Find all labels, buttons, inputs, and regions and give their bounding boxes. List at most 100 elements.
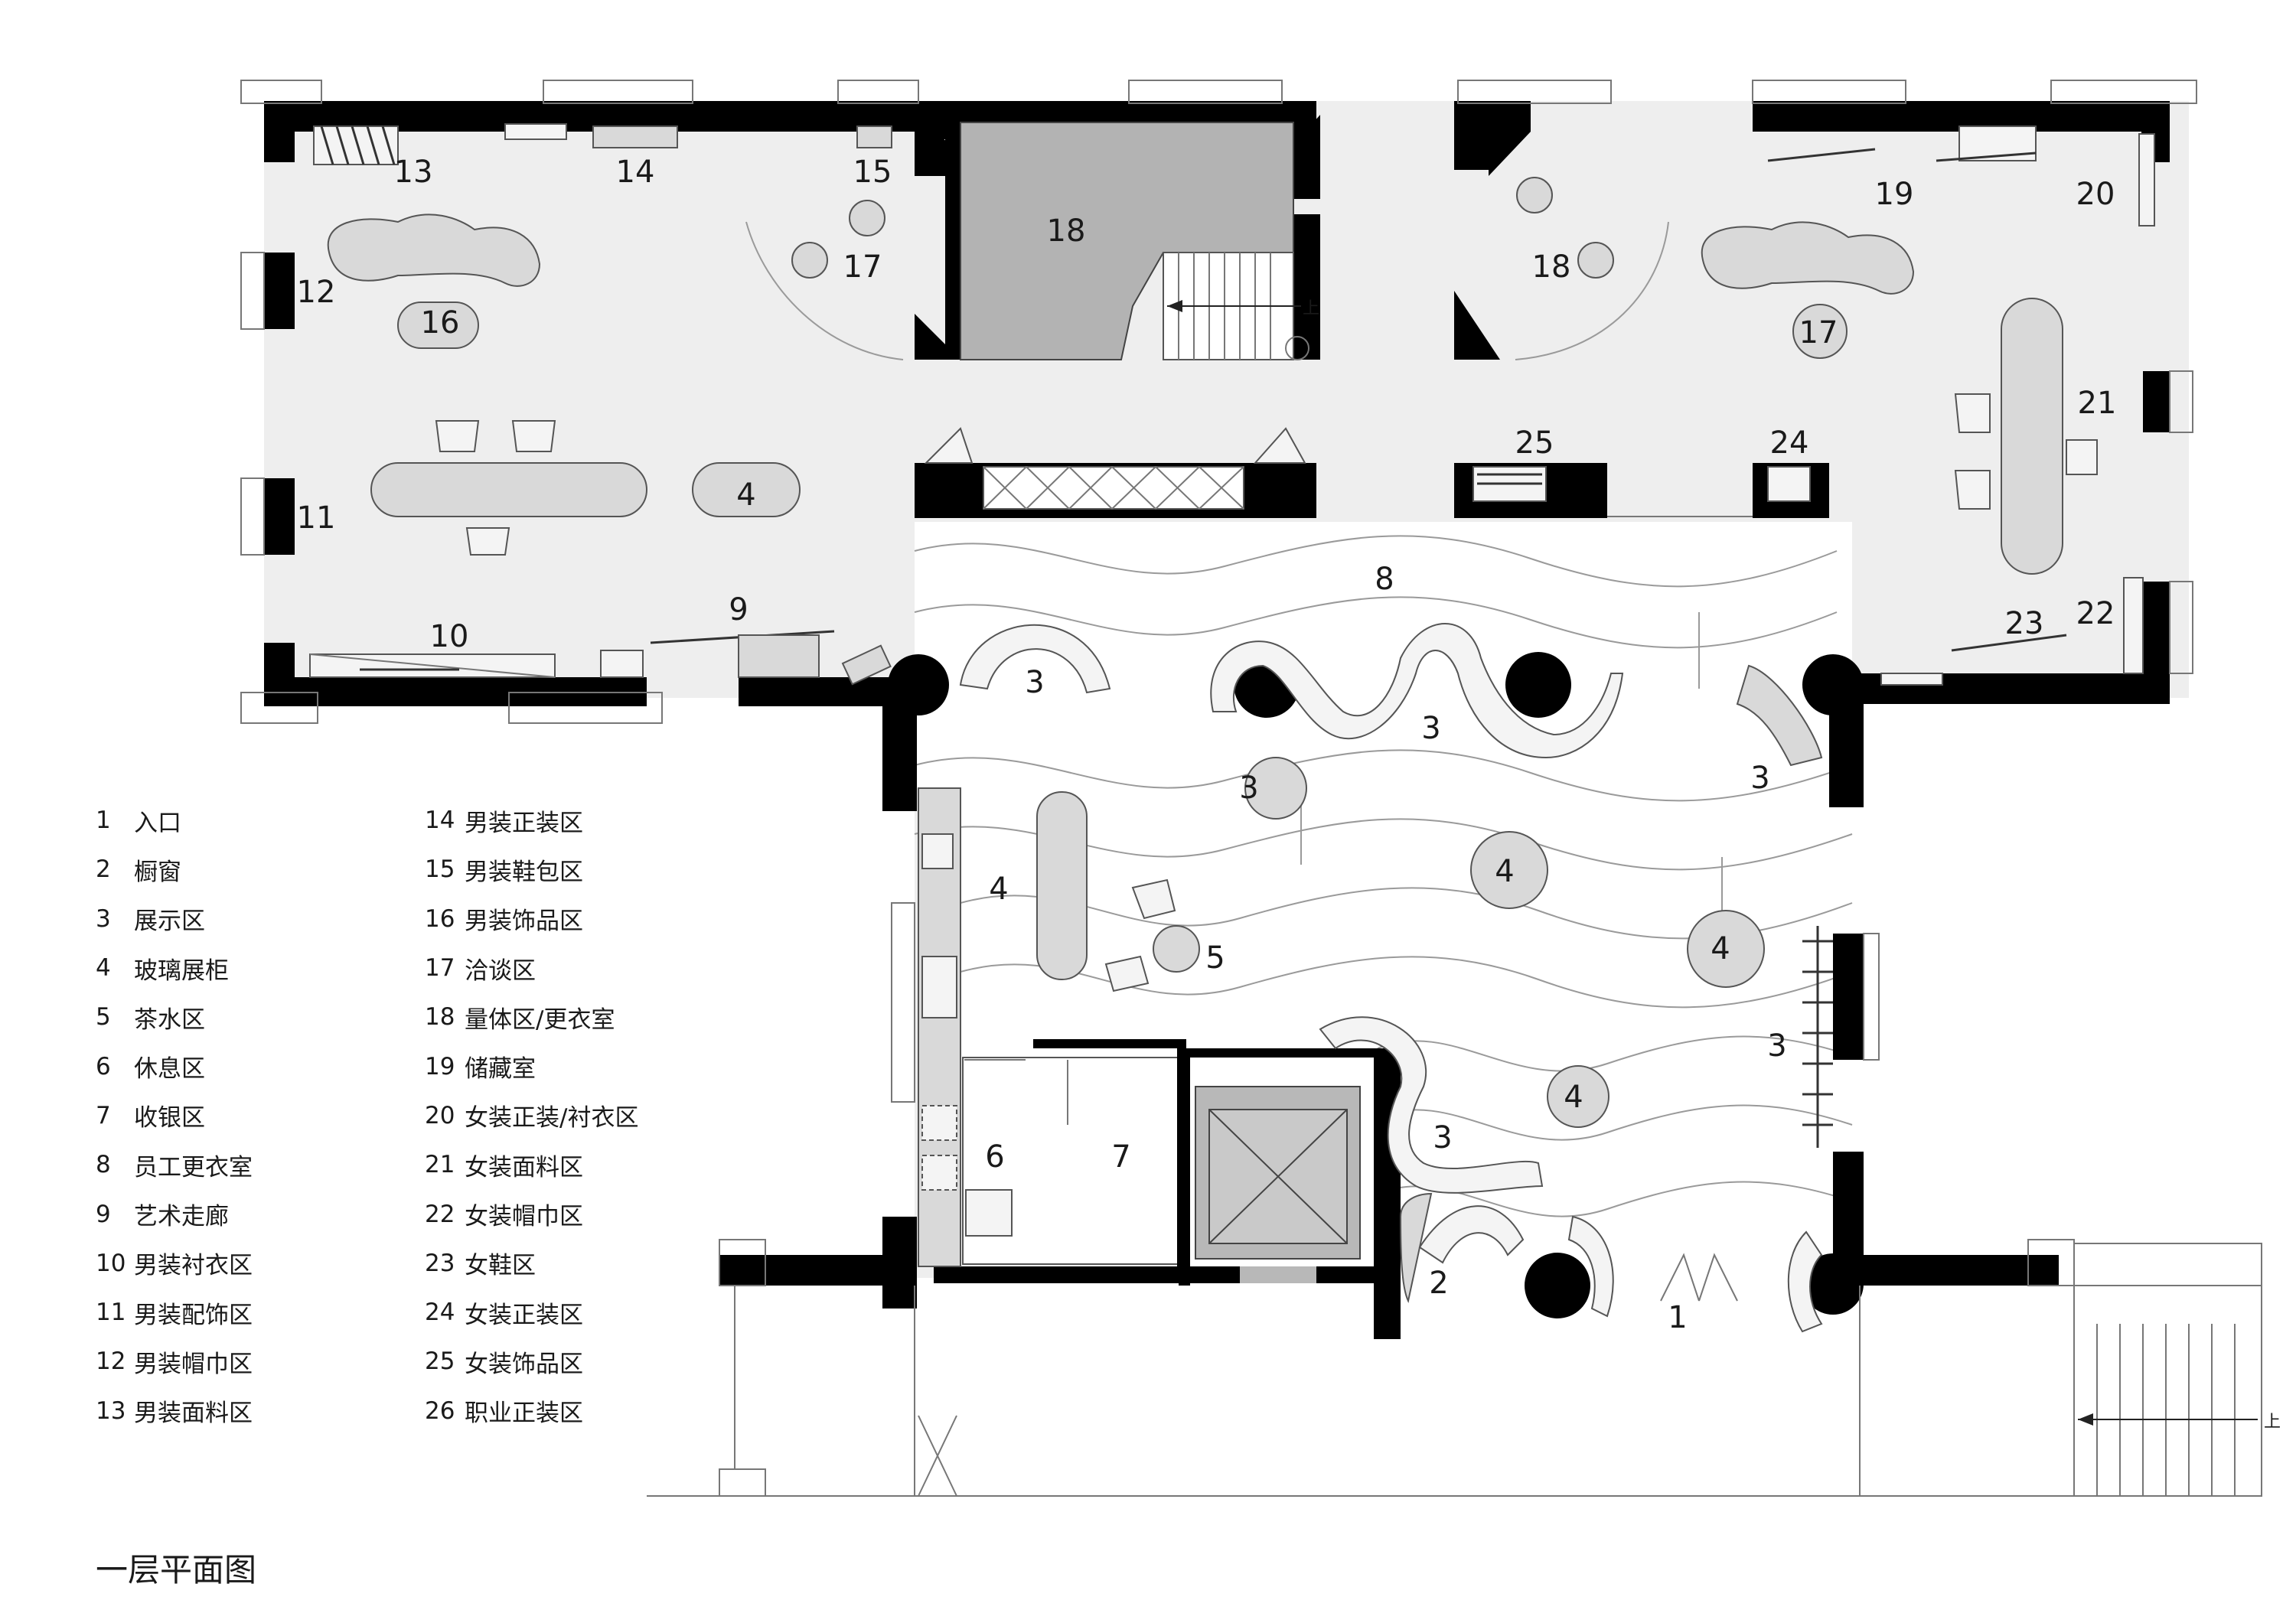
legend-number: 14 bbox=[425, 807, 455, 835]
legend-number: 23 bbox=[425, 1249, 455, 1277]
zone-label-17: 17 bbox=[1799, 315, 1838, 350]
zone-label-17: 17 bbox=[843, 249, 882, 285]
zone-label-4: 4 bbox=[1564, 1080, 1583, 1115]
zone-label-13: 13 bbox=[394, 155, 433, 190]
display-counters bbox=[959, 623, 1833, 1333]
zone-label-4: 4 bbox=[1495, 854, 1514, 889]
legend-number: 11 bbox=[96, 1299, 126, 1327]
zone-label-22: 22 bbox=[2076, 596, 2115, 631]
legend-number: 12 bbox=[96, 1348, 126, 1376]
legend-item-12: 12 男装帽巾区 bbox=[96, 1337, 432, 1386]
stair-up-label: 上 bbox=[1303, 299, 1319, 318]
zone-label-3: 3 bbox=[1421, 711, 1440, 746]
zone-label-2: 2 bbox=[1429, 1266, 1448, 1301]
zone-label-25: 25 bbox=[1515, 425, 1554, 461]
legend-label: 量体区/更衣室 bbox=[465, 1005, 615, 1034]
cabinet-display bbox=[924, 427, 1306, 510]
legend-item-13: 13 男装面料区 bbox=[96, 1387, 432, 1436]
legend-label: 女装饰品区 bbox=[465, 1350, 583, 1378]
zone-label-3: 3 bbox=[1025, 665, 1044, 700]
right-wing-furniture bbox=[1473, 125, 2155, 686]
zone-label-11: 11 bbox=[297, 500, 336, 536]
legend-label: 女鞋区 bbox=[465, 1252, 536, 1280]
legend-number: 8 bbox=[96, 1151, 111, 1179]
legend-item-25: 25 女装饰品区 bbox=[425, 1337, 762, 1386]
zone-label-8: 8 bbox=[1375, 562, 1394, 597]
legend-label: 女装正装/衬衣区 bbox=[465, 1104, 639, 1133]
legend-item-20: 20 女装正装/衬衣区 bbox=[425, 1091, 762, 1140]
zone-label-1: 1 bbox=[1668, 1300, 1687, 1335]
legend-item-17: 17 洽谈区 bbox=[425, 943, 762, 992]
zone-label-4: 4 bbox=[1711, 931, 1730, 966]
zone-label-10: 10 bbox=[430, 619, 469, 654]
elevator bbox=[1195, 1086, 1361, 1283]
legend-label: 男装衬衣区 bbox=[134, 1252, 253, 1280]
zone-label-20: 20 bbox=[2076, 177, 2115, 212]
zone-label-23: 23 bbox=[2005, 606, 2044, 641]
legend-label: 员工更衣室 bbox=[134, 1153, 253, 1181]
exterior-ground bbox=[647, 1243, 2262, 1497]
legend-label: 男装面料区 bbox=[134, 1400, 253, 1428]
zone-label-3: 3 bbox=[1767, 1028, 1786, 1064]
zone-label-5: 5 bbox=[1205, 940, 1225, 976]
legend-item-15: 15 男装鞋包区 bbox=[425, 845, 762, 894]
legend-number: 24 bbox=[425, 1299, 455, 1327]
legend-item-14: 14 男装正装区 bbox=[425, 796, 762, 845]
legend-item-8: 8 员工更衣室 bbox=[96, 1140, 432, 1189]
legend-number: 19 bbox=[425, 1052, 455, 1080]
zone-label-9: 9 bbox=[729, 592, 748, 627]
legend-label: 女装面料区 bbox=[465, 1153, 583, 1181]
legend-label: 橱窗 bbox=[134, 858, 181, 886]
legend-number: 15 bbox=[425, 855, 455, 884]
legend-number: 13 bbox=[96, 1396, 126, 1425]
legend-number: 4 bbox=[96, 954, 111, 983]
legend-item-21: 21 女装面料区 bbox=[425, 1140, 762, 1189]
legend-label: 收银区 bbox=[134, 1104, 205, 1133]
zone-label-4: 4 bbox=[989, 872, 1008, 907]
legend-label: 男装正装区 bbox=[465, 809, 583, 837]
left-wing-furniture bbox=[309, 123, 904, 686]
legend-label: 茶水区 bbox=[134, 1005, 205, 1034]
legend-label: 男装鞋包区 bbox=[465, 858, 583, 886]
zone-label-19: 19 bbox=[1875, 177, 1914, 212]
staircase bbox=[1163, 252, 1309, 360]
legend-number: 20 bbox=[425, 1101, 455, 1129]
legend-item-23: 23 女鞋区 bbox=[425, 1239, 762, 1288]
legend-number: 21 bbox=[425, 1151, 455, 1179]
legend-label: 男装配饰区 bbox=[134, 1301, 253, 1329]
storage-room bbox=[960, 122, 1294, 360]
zone-label-14: 14 bbox=[616, 155, 655, 190]
legend-label: 洽谈区 bbox=[465, 957, 536, 985]
legend-item-11: 11 男装配饰区 bbox=[96, 1288, 432, 1337]
legend-label: 男装帽巾区 bbox=[134, 1350, 253, 1378]
zone-label-3: 3 bbox=[1239, 771, 1258, 806]
cashier-staff-area bbox=[921, 1048, 1180, 1266]
zone-label-18: 18 bbox=[1532, 249, 1571, 285]
legend-number: 17 bbox=[425, 954, 455, 983]
legend-number: 6 bbox=[96, 1052, 111, 1080]
legend-number: 10 bbox=[96, 1249, 126, 1277]
legend-label: 男装饰品区 bbox=[465, 908, 583, 936]
legend-number: 25 bbox=[425, 1348, 455, 1376]
legend-label: 入口 bbox=[134, 809, 181, 837]
legend-label: 职业正装区 bbox=[465, 1400, 583, 1428]
zone-label-18: 18 bbox=[1047, 213, 1086, 249]
windows bbox=[240, 80, 2197, 1286]
legend-number: 9 bbox=[96, 1200, 111, 1228]
glass-cases bbox=[1244, 757, 1765, 1128]
entrance-doors bbox=[1660, 1253, 1738, 1302]
legend-label: 展示区 bbox=[134, 908, 205, 936]
